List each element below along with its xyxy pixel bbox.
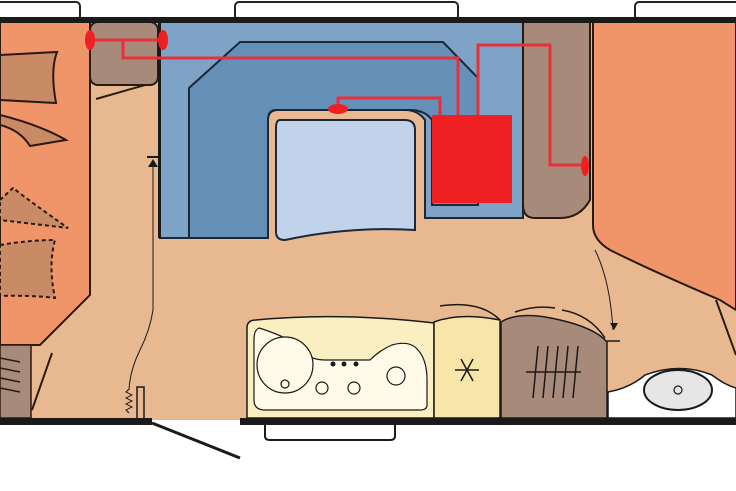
fridge-door-swing [439, 303, 501, 321]
cabinet-door-swing [31, 352, 53, 411]
snowflake-icon [455, 358, 479, 382]
door-stop [136, 386, 145, 420]
radiator-icon [526, 345, 581, 399]
heating-outlet [158, 30, 168, 50]
door-swing-line [95, 84, 146, 100]
entry-door[interactable] [151, 421, 241, 460]
heater [432, 115, 512, 203]
heating-outlet [581, 156, 589, 176]
burner [386, 366, 406, 386]
bottom-wall-right [240, 418, 736, 425]
top-wall [0, 17, 736, 23]
burner [347, 381, 361, 395]
cabinet-door-swing [514, 306, 606, 339]
cabinet [500, 314, 608, 419]
pillow [0, 50, 59, 105]
window-bottom [264, 425, 396, 441]
door-swing-line [715, 299, 736, 356]
heating-outlet [328, 104, 348, 114]
cable-line [594, 249, 614, 331]
sink-basin [256, 336, 314, 394]
door-arrow-icon [124, 156, 159, 414]
partition-wall [158, 22, 161, 238]
wardrobe [522, 21, 591, 219]
cabinet-lines [0, 357, 21, 393]
pillow [0, 238, 57, 300]
dinette-table [275, 119, 416, 242]
burner [315, 381, 329, 395]
control-knobs [330, 361, 359, 367]
pillow [0, 113, 69, 148]
heating-outlet [85, 30, 95, 50]
basin-drain [673, 385, 683, 395]
arrow-icon [610, 323, 618, 330]
heating-pipes [90, 38, 585, 167]
wash-basin [643, 369, 713, 411]
sink-drain [280, 379, 290, 389]
fridge [433, 315, 501, 419]
bottom-wall-left [0, 418, 152, 425]
pillow [0, 186, 69, 229]
right-bed [592, 21, 736, 312]
